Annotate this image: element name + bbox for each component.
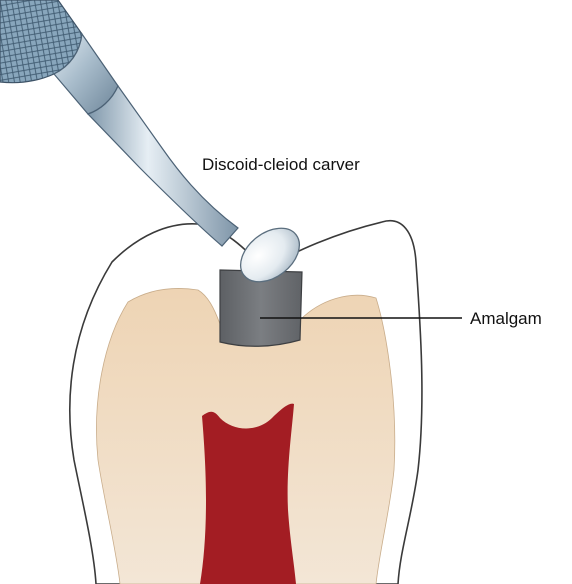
pulp-chamber <box>200 404 296 584</box>
instrument-label: Discoid-cleiod carver <box>202 155 360 174</box>
amalgam-label: Amalgam <box>470 309 542 328</box>
